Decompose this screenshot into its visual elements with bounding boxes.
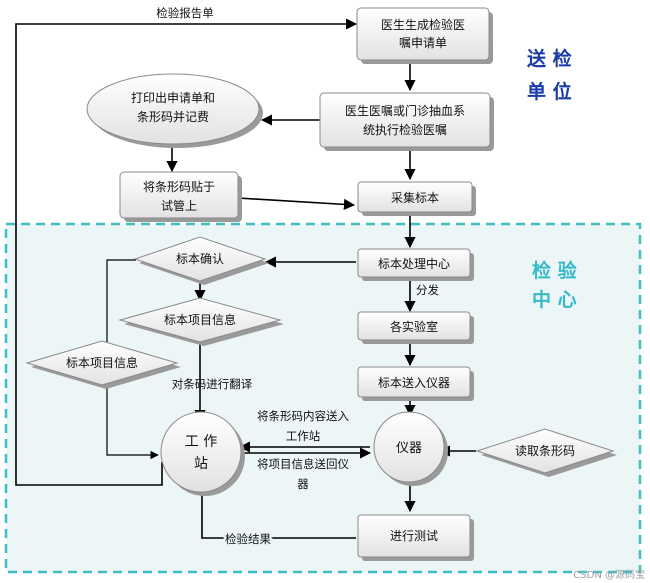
send-back-label-1: 将项目信息送回仪 [257,457,349,471]
dept-title-row2: 单 位 [527,80,572,103]
send-instrument-text: 标本送入仪器 [378,375,450,390]
translate-label: 对条码进行翻译 [172,377,253,391]
report-label: 检验报告单 [156,6,214,20]
testing-box [357,514,471,558]
distribute-label: 分发 [416,283,439,297]
workstation-text-1: 工 作 [185,434,217,450]
print-barcode-text-1: 打印出申请单和 [131,91,215,105]
labs-box [357,311,471,341]
send-back-label-2: 器 [297,477,309,491]
item-info-left-diamond [25,340,179,386]
print-barcode-ellipse [86,73,260,145]
specimen-center-box [357,248,471,278]
paste-barcode-text-1: 将条形码贴于 [143,180,215,194]
labs-text: 各实验室 [390,319,438,334]
execute-order-text-2: 统执行检验医嘱 [363,122,447,137]
workstation-text-2: 站 [194,456,208,472]
instrument-circle [373,411,445,483]
doctor-generate-text-2: 嘱申请单 [399,36,447,50]
result-label: 检验结果 [225,532,271,546]
item-info-mid-text: 标本项目信息 [164,312,236,327]
testing-text: 进行测试 [390,528,438,543]
dept-title-row1: 送 检 [527,47,572,70]
send-to-ws-label-2: 工作站 [286,429,321,443]
collect-specimen-text: 采集标本 [391,190,439,205]
instrument-text: 仪器 [396,441,422,456]
connectors [15,18,476,539]
specimen-confirm-text: 标本确认 [176,252,224,266]
execute-order-text-1: 医生医嘱或门诊抽血系 [345,103,465,118]
read-barcode-diamond [475,428,615,474]
watermark-text: CSDN @源码宝 [573,568,645,581]
execute-order-box [319,92,491,148]
specimen-center-text: 标本处理中心 [378,256,450,271]
collect-specimen-box [357,181,473,213]
doctor-generate-order-box [356,7,490,61]
specimen-confirm-diamond [133,236,267,282]
paste-barcode-text-2: 试管上 [161,198,197,213]
doctor-generate-text-1: 医生生成检验医 [381,17,465,32]
send-to-ws-label-1: 将条形码内容送入 [257,409,349,423]
send-instrument-box [357,366,471,398]
read-barcode-text: 读取条形码 [515,444,575,458]
print-barcode-text-2: 条形码并记费 [137,110,209,124]
center-title-row1: 检 验 [532,259,578,282]
center-title-row2: 中 心 [532,288,577,311]
workstation-circle [160,411,242,493]
lab-center-region [4,222,642,574]
paste-barcode-box [119,171,239,219]
item-info-mid-diamond [118,297,282,343]
item-info-left-text: 标本项目信息 [66,355,138,370]
